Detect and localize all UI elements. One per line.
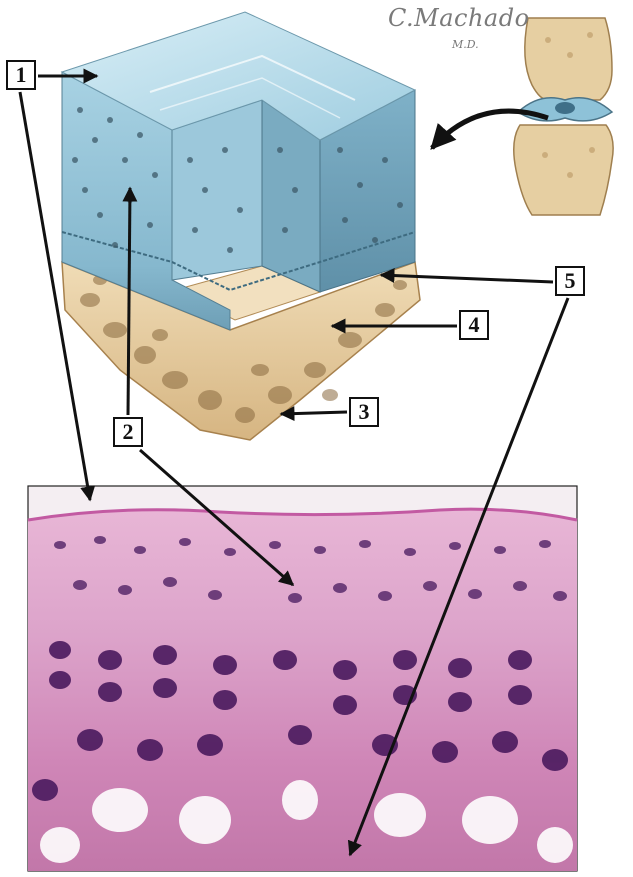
histology-micrograph: [28, 486, 577, 871]
notch-left-wall: [172, 100, 262, 280]
callout-3[interactable]: 3: [349, 397, 379, 427]
cartilage-block: [62, 12, 420, 440]
callout-4[interactable]: 4: [459, 310, 489, 340]
artist-signature: C.Machado: [388, 4, 530, 32]
callout-1[interactable]: 1: [6, 60, 36, 90]
knee-joint-illustration: [514, 18, 613, 215]
callout-2[interactable]: 2: [113, 417, 143, 447]
artist-credential: M.D.: [452, 38, 479, 51]
callout-5[interactable]: 5: [555, 266, 585, 296]
